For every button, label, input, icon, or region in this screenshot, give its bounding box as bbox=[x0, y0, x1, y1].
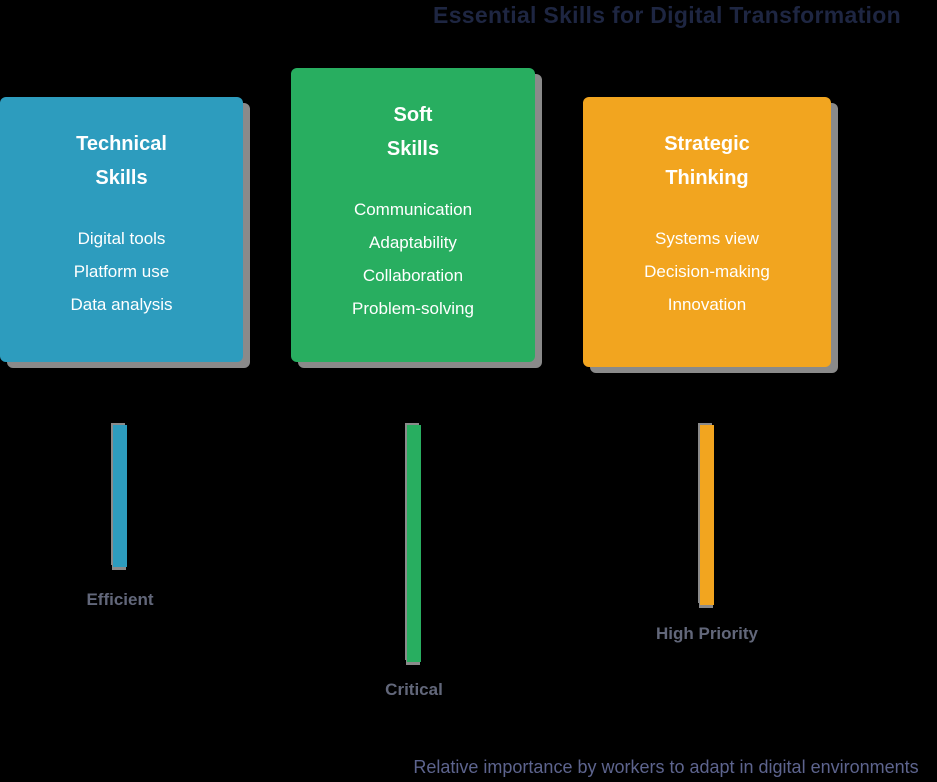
card-title: Technical Skills bbox=[0, 127, 243, 195]
card-item: Collaboration bbox=[362, 266, 464, 285]
card-item: Communication bbox=[353, 200, 473, 219]
card-title-line: Skills bbox=[95, 167, 148, 189]
card-strategic-thinking: Strategic Thinking Systems view Decision… bbox=[583, 97, 831, 367]
card-item: Adaptability bbox=[369, 233, 457, 252]
card-title-line: Strategic bbox=[664, 133, 750, 155]
bar-label-efficient: Efficient bbox=[86, 590, 154, 609]
card-soft-skills: Soft Skills Communication Adaptability C… bbox=[291, 68, 535, 362]
card-technical-skills: Technical Skills Digital tools Platform … bbox=[0, 97, 243, 362]
bar-strategic-importance bbox=[700, 425, 714, 605]
bar-label-critical: Critical bbox=[385, 680, 443, 699]
card-item-list: Systems view Decision-making Innovation bbox=[583, 222, 831, 321]
bar-soft-importance bbox=[407, 425, 421, 662]
card-item: Platform use bbox=[73, 262, 170, 281]
card-title-line: Thinking bbox=[665, 167, 749, 189]
card-item: Data analysis bbox=[70, 295, 173, 314]
card-item: Innovation bbox=[667, 295, 747, 314]
card-item: Decision-making bbox=[644, 262, 770, 281]
axis-caption: Relative importance by workers to adapt … bbox=[413, 757, 919, 777]
card-title: Strategic Thinking bbox=[583, 127, 831, 195]
bar-technical-importance bbox=[113, 425, 127, 567]
card-item-list: Communication Adaptability Collaboration… bbox=[291, 193, 535, 325]
bar-label-high-priority: High Priority bbox=[655, 624, 758, 643]
card-title-line: Skills bbox=[386, 138, 440, 160]
card-title-line: Soft bbox=[393, 104, 433, 126]
card-item: Problem-solving bbox=[352, 299, 474, 318]
card-item-list: Digital tools Platform use Data analysis bbox=[0, 222, 243, 321]
card-title-line: Technical bbox=[76, 133, 167, 155]
card-item: Systems view bbox=[655, 229, 759, 248]
card-item: Digital tools bbox=[77, 229, 166, 248]
page-title: Essential Skills for Digital Transformat… bbox=[433, 2, 901, 28]
card-title: Soft Skills bbox=[291, 98, 535, 166]
